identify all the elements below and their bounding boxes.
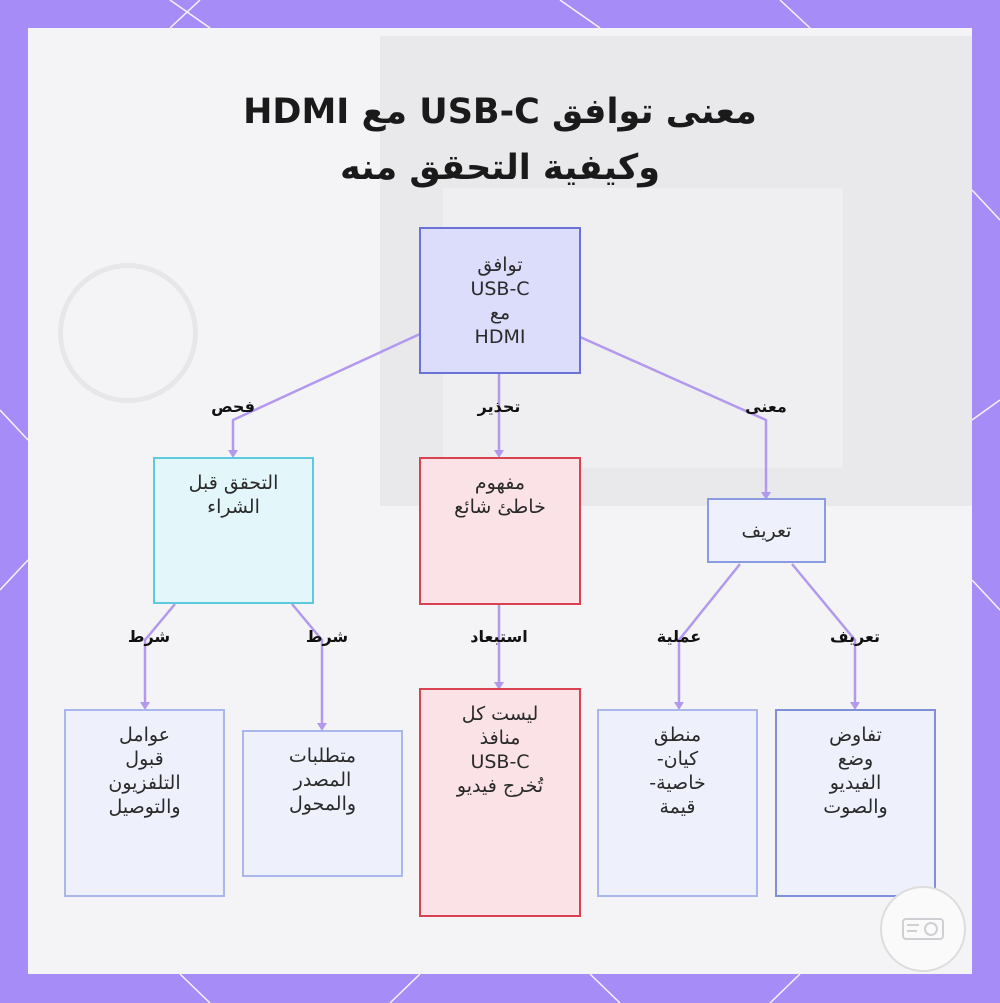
node-definition-label: تعريف <box>742 519 792 543</box>
node-check-label: التحقق قبل الشراء <box>189 471 279 519</box>
edge-label-warn: تحذير <box>478 397 521 416</box>
edge-label-process: عملية <box>657 627 701 646</box>
edge-label-exclude: استبعاد <box>470 627 528 646</box>
node-source-requirements-label: متطلبات المصدر والمحول <box>289 744 356 816</box>
edge-label-meaning: معنى <box>745 397 787 416</box>
edge-label-check: فحص <box>211 397 255 416</box>
projector-seal-icon <box>880 886 966 972</box>
edge-root-def <box>580 337 766 494</box>
edge-root-check <box>233 334 420 452</box>
edge-check-source <box>292 604 322 725</box>
node-kv-logic: منطق كيان- خاصية- قيمة <box>597 709 758 897</box>
edge-check-tv <box>145 604 175 704</box>
node-av-negotiation-label: تفاوض وضع الفيديو والصوت <box>823 723 887 819</box>
node-definition: تعريف <box>707 498 826 563</box>
node-check: التحقق قبل الشراء <box>153 457 314 604</box>
edge-label-condition-source: شرط <box>306 627 348 646</box>
node-root-label: توافق USB-C مع HDMI <box>470 253 529 349</box>
edge-label-definition: تعريف <box>830 627 880 646</box>
node-av-negotiation: تفاوض وضع الفيديو والصوت <box>775 709 936 897</box>
node-misconception: مفهوم خاطئ شائع <box>419 457 581 605</box>
node-tv-factors: عوامل قبول التلفزيون والتوصيل <box>64 709 225 897</box>
node-misconception-label: مفهوم خاطئ شائع <box>454 471 546 519</box>
node-not-all-ports-label: ليست كل منافذ USB-C تُخرج فيديو <box>457 702 543 798</box>
edge-label-condition-tv: شرط <box>128 627 170 646</box>
node-tv-factors-label: عوامل قبول التلفزيون والتوصيل <box>108 723 180 819</box>
node-not-all-ports: ليست كل منافذ USB-C تُخرج فيديو <box>419 688 581 917</box>
node-kv-logic-label: منطق كيان- خاصية- قيمة <box>649 723 705 819</box>
node-source-requirements: متطلبات المصدر والمحول <box>242 730 403 877</box>
node-root: توافق USB-C مع HDMI <box>419 227 581 374</box>
